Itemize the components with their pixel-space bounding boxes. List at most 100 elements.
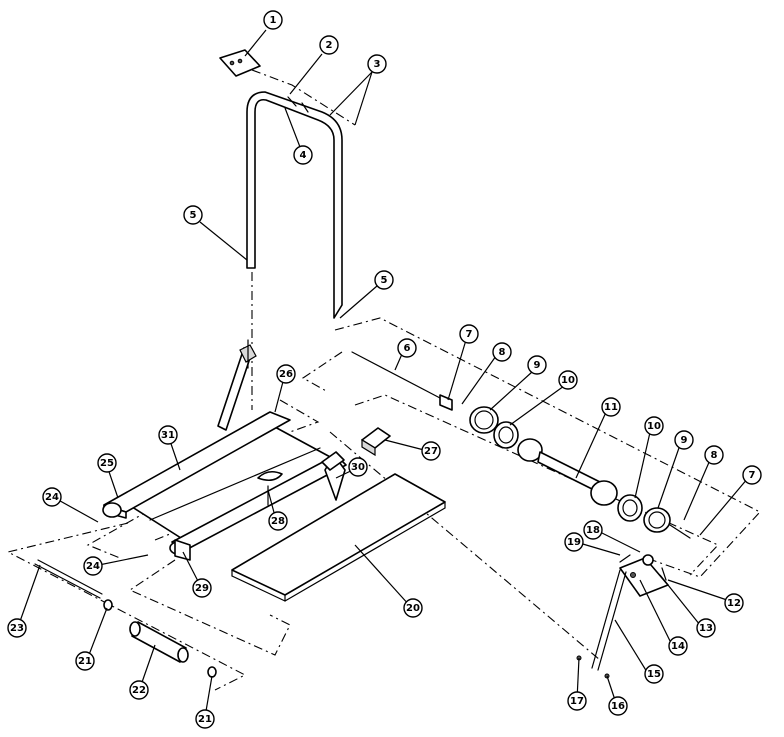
callout-11: 11: [601, 397, 621, 417]
callout-19: 19: [564, 532, 584, 552]
callout-circle: [268, 511, 288, 531]
callout-circle: [668, 636, 688, 656]
callout-25: 25: [97, 453, 117, 473]
callout-9: 9: [527, 355, 547, 375]
callout-circle: [348, 457, 368, 477]
callout-13: 13: [696, 618, 716, 638]
callout-number: 7: [749, 470, 756, 481]
callout-circle: [724, 593, 744, 613]
callout-number: 14: [671, 641, 685, 652]
callout-circle: [183, 205, 203, 225]
callout-circle: [644, 664, 664, 684]
leaders: [17, 29, 749, 718]
callout-number: 16: [611, 701, 625, 712]
callout-number: 1: [270, 15, 277, 26]
callout-number: 30: [351, 462, 365, 473]
callout-12: 12: [724, 593, 744, 613]
callout-circle: [492, 342, 512, 362]
left-strut: [217, 339, 257, 431]
callout-circle: [158, 425, 178, 445]
callout-circle: [567, 691, 587, 711]
callout-circle: [696, 618, 716, 638]
callout-2: 2: [319, 35, 339, 55]
callout-24: 24: [42, 487, 62, 507]
callout-number: 23: [10, 623, 24, 634]
callouts: 1234556789101110987181912131415161720212…: [7, 10, 762, 729]
callout-circle: [558, 370, 578, 390]
callout-26: 26: [276, 364, 296, 384]
callout-6: 6: [397, 338, 417, 358]
callout-circle: [742, 465, 762, 485]
callout-circle: [583, 520, 603, 540]
callout-circle: [42, 487, 62, 507]
tension-bracket: [576, 554, 669, 679]
explosion-lines: [6, 69, 761, 691]
callout-7: 7: [742, 465, 762, 485]
handlebar-assembly: [246, 91, 343, 319]
callout-28: 28: [268, 511, 288, 531]
callout-23: 23: [7, 618, 27, 638]
callout-15: 15: [644, 664, 664, 684]
console-plate: [219, 49, 261, 77]
callout-17: 17: [567, 691, 587, 711]
callout-24: 24: [83, 556, 103, 576]
callout-3: 3: [367, 54, 387, 74]
callout-number: 2: [326, 40, 333, 51]
callout-number: 7: [466, 329, 473, 340]
main-frame: [102, 411, 347, 561]
callout-circle: [564, 532, 584, 552]
callout-circle: [374, 270, 394, 290]
callout-number: 26: [279, 369, 293, 380]
callout-number: 18: [586, 525, 600, 536]
callout-21: 21: [195, 709, 215, 729]
callout-number: 29: [195, 583, 209, 594]
callout-30: 30: [348, 457, 368, 477]
callout-number: 9: [534, 360, 541, 371]
callout-number: 15: [647, 669, 661, 680]
belt: [231, 473, 446, 602]
callout-number: 21: [198, 714, 212, 725]
callout-circle: [674, 430, 694, 450]
callout-number: 5: [381, 275, 388, 286]
callout-number: 12: [727, 598, 741, 609]
callout-29: 29: [192, 578, 212, 598]
callout-8: 8: [492, 342, 512, 362]
callout-number: 31: [161, 430, 175, 441]
callout-number: 4: [300, 150, 307, 161]
roller-assembly: [34, 559, 217, 678]
callout-number: 6: [404, 343, 411, 354]
callout-circle: [403, 598, 423, 618]
callout-number: 17: [570, 696, 584, 707]
callout-27: 27: [421, 441, 441, 461]
callout-7: 7: [459, 324, 479, 344]
callout-8: 8: [704, 445, 724, 465]
callout-number: 21: [78, 656, 92, 667]
callout-circle: [129, 680, 149, 700]
callout-number: 25: [100, 458, 114, 469]
callout-circle: [601, 397, 621, 417]
callout-number: 13: [699, 623, 713, 634]
flywheel-shaft-assembly: [351, 351, 691, 539]
callout-10: 10: [644, 416, 664, 436]
callout-circle: [397, 338, 417, 358]
callout-circle: [7, 618, 27, 638]
callout-circle: [608, 696, 628, 716]
callout-number: 11: [604, 402, 618, 413]
callout-circle: [83, 556, 103, 576]
callout-circle: [527, 355, 547, 375]
callout-number: 5: [190, 210, 197, 221]
callout-5: 5: [183, 205, 203, 225]
callout-circle: [319, 35, 339, 55]
callout-14: 14: [668, 636, 688, 656]
callout-number: 8: [711, 450, 718, 461]
callout-number: 10: [647, 421, 661, 432]
callout-number: 10: [561, 375, 575, 386]
callout-number: 24: [45, 492, 59, 503]
callout-number: 19: [567, 537, 581, 548]
callout-number: 27: [424, 446, 438, 457]
callout-number: 22: [132, 685, 146, 696]
callout-circle: [192, 578, 212, 598]
block: [361, 427, 391, 457]
callout-10: 10: [558, 370, 578, 390]
